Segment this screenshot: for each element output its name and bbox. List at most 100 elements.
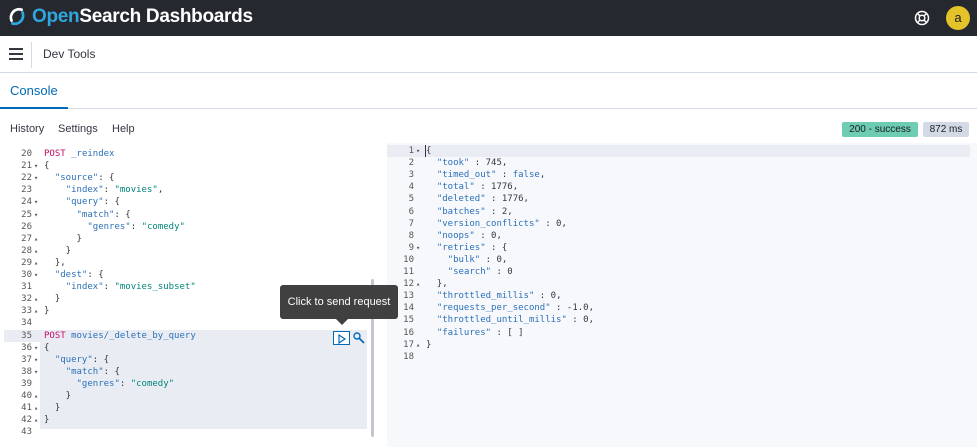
line-number: 43	[21, 427, 32, 438]
line-number: 28	[21, 245, 32, 256]
code-line[interactable]: 37▾ "query": {	[4, 354, 375, 366]
fold-toggle-icon[interactable]: ▾	[34, 210, 39, 219]
fold-toggle-icon[interactable]: ▾	[34, 367, 39, 376]
fold-toggle-icon[interactable]: ▴	[34, 404, 39, 413]
request-time-badge: 872 ms	[923, 122, 969, 137]
code-line[interactable]: 6 "batches" : 2,	[387, 206, 970, 218]
fold-toggle-icon[interactable]: ▴	[416, 340, 421, 349]
line-number: 39	[21, 378, 32, 389]
send-request-button[interactable]	[333, 331, 350, 345]
code-line[interactable]: 14 "requests_per_second" : -1.0,	[387, 302, 970, 314]
brand-name: OpenSearch Dashboards	[32, 6, 253, 28]
code-line[interactable]: 16 "failures" : [ ]	[387, 327, 970, 339]
help-icon[interactable]	[913, 9, 931, 27]
history-link[interactable]: History	[10, 123, 45, 135]
line-code: "noops" : 0,	[436, 230, 502, 241]
code-line[interactable]: 33▴}	[4, 305, 375, 317]
code-line[interactable]: 28▴ }	[4, 245, 375, 257]
line-number: 6	[408, 206, 414, 217]
line-number: 7	[408, 218, 414, 229]
code-line[interactable]: 9▾ "retries" : {	[387, 242, 970, 254]
code-line[interactable]: 1▾{	[387, 145, 970, 157]
code-line[interactable]: 29▴ },	[4, 257, 375, 269]
code-line[interactable]: 10 "bulk" : 0,	[387, 254, 970, 266]
fold-toggle-icon[interactable]: ▾	[34, 355, 39, 364]
line-number: 5	[408, 194, 414, 205]
code-line[interactable]: 18	[387, 351, 970, 363]
code-line[interactable]: 34	[4, 317, 375, 329]
line-code: "match": {	[65, 366, 120, 377]
code-line[interactable]: 40▴ }	[4, 390, 375, 402]
fold-toggle-icon[interactable]: ▴	[34, 258, 39, 267]
fold-toggle-icon[interactable]: ▴	[34, 416, 39, 425]
code-line[interactable]: 39 "genres": "comedy"	[4, 378, 375, 390]
line-number: 37	[21, 354, 32, 365]
fold-toggle-icon[interactable]: ▾	[416, 243, 421, 252]
brand-rest: Search Dashboards	[79, 6, 253, 27]
user-avatar[interactable]: a	[946, 6, 970, 30]
code-line[interactable]: 4 "total" : 1776,	[387, 181, 970, 193]
code-line[interactable]: 42▴}	[4, 414, 375, 426]
code-line[interactable]: 30▾ "dest": {	[4, 269, 375, 281]
line-number: 23	[21, 185, 32, 196]
settings-link[interactable]: Settings	[58, 123, 98, 135]
line-number: 12	[403, 279, 414, 290]
page-title: Dev Tools	[43, 47, 96, 61]
fold-toggle-icon[interactable]: ▴	[416, 280, 421, 289]
opensearch-logo-icon	[9, 7, 25, 26]
fold-toggle-icon[interactable]: ▾	[34, 271, 39, 279]
code-line[interactable]: 43	[4, 426, 375, 438]
code-line[interactable]: 11 "search" : 0	[387, 266, 970, 278]
fold-toggle-icon[interactable]: ▴	[34, 392, 39, 400]
code-line[interactable]: 27▴ }	[4, 233, 375, 245]
fold-toggle-icon[interactable]: ▾	[34, 162, 39, 171]
code-line[interactable]: 31 "index": "movies_subset"	[4, 281, 375, 293]
line-code: "index": "movies",	[65, 185, 164, 196]
line-number: 21	[21, 161, 32, 172]
code-line[interactable]: 25▾ "match": {	[4, 209, 375, 221]
code-line[interactable]: 13 "throttled_millis" : 0,	[387, 290, 970, 302]
code-line[interactable]: 12▴ },	[387, 278, 970, 290]
code-line[interactable]: 5 "deleted" : 1776,	[387, 193, 970, 205]
line-code: "deleted" : 1776,	[436, 194, 529, 205]
help-link[interactable]: Help	[112, 123, 135, 135]
code-line[interactable]: 15 "throttled_until_millis" : 0,	[387, 314, 970, 326]
response-output[interactable]: 1▾{2 "took" : 745,3 "timed_out" : false,…	[387, 143, 977, 447]
wrench-icon[interactable]	[352, 331, 366, 345]
hamburger-icon[interactable]	[9, 48, 23, 60]
line-number: 22	[21, 173, 32, 184]
line-number: 26	[21, 221, 32, 232]
code-line[interactable]: 26 "genres": "comedy"	[4, 221, 375, 233]
code-line[interactable]: 41▴ }	[4, 402, 375, 414]
line-code: {	[426, 146, 432, 156]
code-line[interactable]: 24▾ "query": {	[4, 196, 375, 208]
fold-toggle-icon[interactable]: ▴	[34, 295, 39, 304]
code-line[interactable]: 22▾ "source": {	[4, 172, 375, 184]
code-line[interactable]: 32▴ }	[4, 293, 375, 305]
fold-toggle-icon[interactable]: ▾	[416, 147, 421, 155]
fold-toggle-icon[interactable]: ▴	[34, 234, 39, 243]
code-line[interactable]: 36▾{	[4, 342, 375, 354]
code-line[interactable]: 38▾ "match": {	[4, 366, 375, 378]
opensearch-logo[interactable]: OpenSearch Dashboards	[6, 5, 253, 29]
editor-scrollbar[interactable]	[371, 279, 374, 437]
fold-toggle-icon[interactable]: ▴	[34, 246, 39, 255]
fold-toggle-icon[interactable]: ▴	[34, 307, 39, 316]
line-number: 27	[21, 233, 32, 244]
fold-toggle-icon[interactable]: ▾	[34, 198, 39, 207]
breadcrumb-bar: Dev Tools	[0, 36, 977, 73]
code-line[interactable]: 21▾{	[4, 160, 375, 172]
line-number: 10	[403, 254, 414, 265]
fold-toggle-icon[interactable]: ▾	[34, 343, 39, 352]
code-line[interactable]: 23 "index": "movies",	[4, 184, 375, 196]
code-line[interactable]: 17▴}	[387, 339, 970, 351]
code-line[interactable]: 2 "took" : 745,	[387, 157, 970, 169]
code-line[interactable]: 7 "version_conflicts" : 0,	[387, 218, 970, 230]
code-line[interactable]: 8 "noops" : 0,	[387, 230, 970, 242]
fold-toggle-icon[interactable]: ▾	[34, 174, 39, 183]
active-line-gutter	[4, 330, 40, 342]
tab-console[interactable]: Console	[0, 73, 68, 109]
code-line[interactable]: 3 "timed_out" : false,	[387, 169, 970, 181]
